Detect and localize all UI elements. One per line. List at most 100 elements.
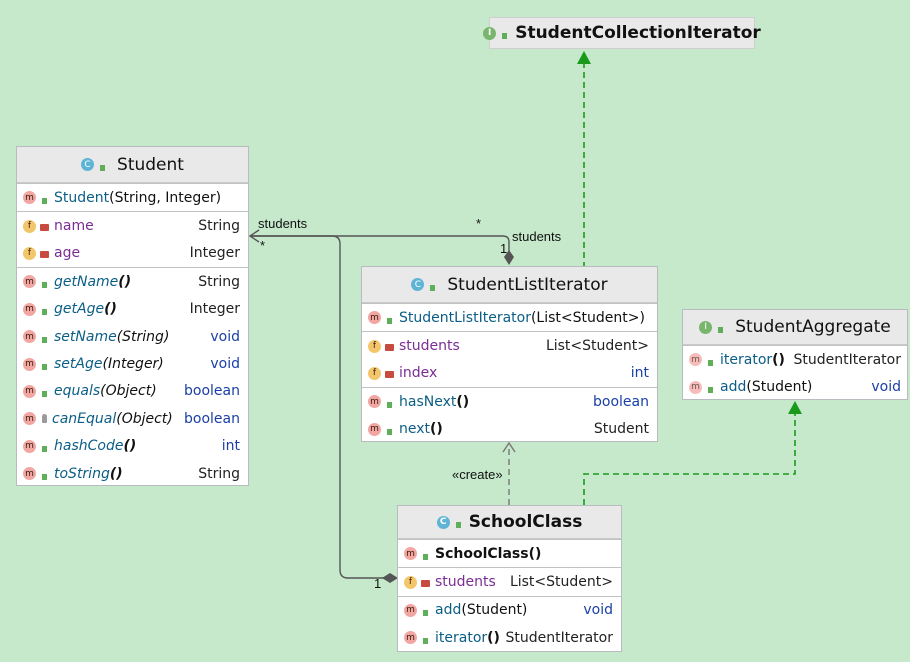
private-visibility-icon (385, 344, 394, 352)
member-row[interactable]: f index int (362, 360, 657, 387)
school-class-header[interactable]: C SchoolClass (398, 506, 621, 539)
method-icon: m (689, 353, 702, 367)
composition-diamond-list-iterator (504, 250, 514, 265)
method-icon: m (23, 439, 36, 453)
composition-diamond-school-class (382, 573, 398, 583)
fields-section: f name String f age Integer (17, 211, 248, 267)
label-create: «create» (452, 467, 503, 482)
member-row[interactable]: m canEqual (Object) boolean (17, 405, 248, 432)
method-type: StudentIterator (793, 351, 902, 368)
method-params: () (109, 465, 123, 482)
class-icon: C (436, 515, 450, 529)
constructor-params: (List<Student>) (530, 309, 645, 326)
public-visibility-icon (453, 516, 463, 528)
member-row[interactable]: m getName () String (17, 268, 248, 295)
public-visibility-icon (385, 423, 394, 436)
member-row[interactable]: m iterator () StudentIterator (398, 624, 621, 651)
member-row[interactable]: f name String (17, 212, 248, 239)
field-name: students (399, 338, 460, 355)
field-name: students (435, 574, 496, 591)
member-row[interactable]: f students List<Student> (398, 568, 621, 595)
label-sc-star: * (260, 238, 265, 253)
field-type: List<Student> (545, 338, 649, 355)
public-visibility-icon (40, 191, 49, 204)
public-visibility-icon (40, 303, 49, 316)
student-list-iterator-node[interactable]: C StudentListIterator m StudentListItera… (361, 266, 658, 442)
label-sc-students: students (258, 216, 308, 231)
member-row[interactable]: f age Integer (17, 240, 248, 267)
student-aggregate-node[interactable]: I StudentAggregate m iterator () Student… (682, 309, 908, 400)
member-row[interactable]: m next () Student (362, 416, 657, 443)
field-name: age (54, 245, 81, 262)
public-visibility-icon (421, 547, 430, 560)
method-icon: m (23, 384, 36, 398)
member-row[interactable]: m hasNext () boolean (362, 388, 657, 415)
member-row[interactable]: m toString () String (17, 460, 248, 487)
public-visibility-icon (428, 278, 438, 291)
member-row[interactable]: m iterator () StudentIterator (683, 346, 907, 373)
constructor-name: SchoolClass (435, 545, 529, 562)
member-row[interactable]: m add (Student) void (683, 373, 907, 400)
field-name: name (54, 218, 94, 235)
method-type: void (210, 356, 240, 373)
public-visibility-icon (706, 353, 715, 366)
public-visibility-icon (40, 385, 49, 398)
public-visibility-icon (385, 311, 394, 324)
field-type: List<Student> (509, 574, 613, 591)
student-class-node[interactable]: C Student m Student (String, Integer) f … (16, 146, 249, 486)
public-visibility-icon (98, 158, 108, 171)
methods-section: m hasNext () boolean m next () Student (362, 387, 657, 443)
member-row[interactable]: m StudentListIterator (List<Student>) (362, 304, 657, 331)
student-header[interactable]: C Student (17, 147, 248, 183)
public-visibility-icon (421, 604, 430, 617)
constructor-section: m StudentListIterator (List<Student>) (362, 303, 657, 331)
public-visibility-icon (385, 395, 394, 408)
member-row[interactable]: m add (Student) void (398, 597, 621, 624)
member-row[interactable]: m setName (String) void (17, 323, 248, 350)
member-row[interactable]: m hashCode () int (17, 433, 248, 460)
member-row[interactable]: m getAge () Integer (17, 296, 248, 323)
member-row[interactable]: f students List<Student> (362, 332, 657, 359)
class-icon: C (81, 158, 95, 171)
method-params: (Object) (100, 383, 157, 400)
method-name: add (435, 602, 462, 619)
member-row[interactable]: m SchoolClass () (398, 540, 621, 567)
field-icon: f (404, 575, 417, 589)
field-icon: f (368, 366, 381, 380)
school-class-node[interactable]: C SchoolClass m SchoolClass () f student… (397, 505, 622, 652)
create-dependency-arrowhead (502, 441, 516, 453)
class-name: Student (117, 154, 184, 175)
interface-icon: I (699, 320, 713, 334)
member-row[interactable]: m Student (String, Integer) (17, 184, 248, 211)
field-type: String (198, 218, 240, 235)
label-sli-one: 1 (500, 241, 507, 256)
composition-line-list-iterator (250, 235, 510, 252)
method-icon: m (689, 380, 702, 394)
methods-section: m iterator () StudentIterator m add (Stu… (683, 345, 907, 401)
method-params: () (123, 438, 137, 455)
method-name: next (399, 421, 431, 438)
label-sc-one: 1 (374, 576, 381, 591)
method-type: String (198, 465, 240, 482)
member-row[interactable]: m setAge (Integer) void (17, 350, 248, 377)
method-icon: m (23, 467, 36, 481)
member-row[interactable]: m equals (Object) boolean (17, 378, 248, 405)
method-icon: m (368, 422, 381, 436)
public-visibility-icon (40, 330, 49, 343)
student-aggregate-header[interactable]: I StudentAggregate (683, 310, 907, 345)
method-name: hasNext (399, 393, 457, 410)
private-visibility-icon (421, 580, 430, 588)
method-name: add (720, 379, 747, 396)
student-collection-iterator-node[interactable]: I StudentCollectionIterator (483, 17, 761, 49)
student-collection-iterator-header[interactable]: I StudentCollectionIterator (483, 18, 761, 48)
method-params: (String) (116, 328, 170, 345)
label-sli-students: students (512, 229, 562, 244)
student-list-iterator-header[interactable]: C StudentListIterator (362, 267, 657, 303)
public-visibility-icon (716, 321, 726, 333)
class-name: StudentListIterator (447, 274, 608, 295)
method-type: int (221, 438, 240, 455)
realization-arrowhead-aggregate (788, 401, 802, 414)
method-name: toString (54, 465, 110, 482)
realization-line-school-class (583, 412, 796, 505)
interface-icon: I (483, 26, 497, 40)
